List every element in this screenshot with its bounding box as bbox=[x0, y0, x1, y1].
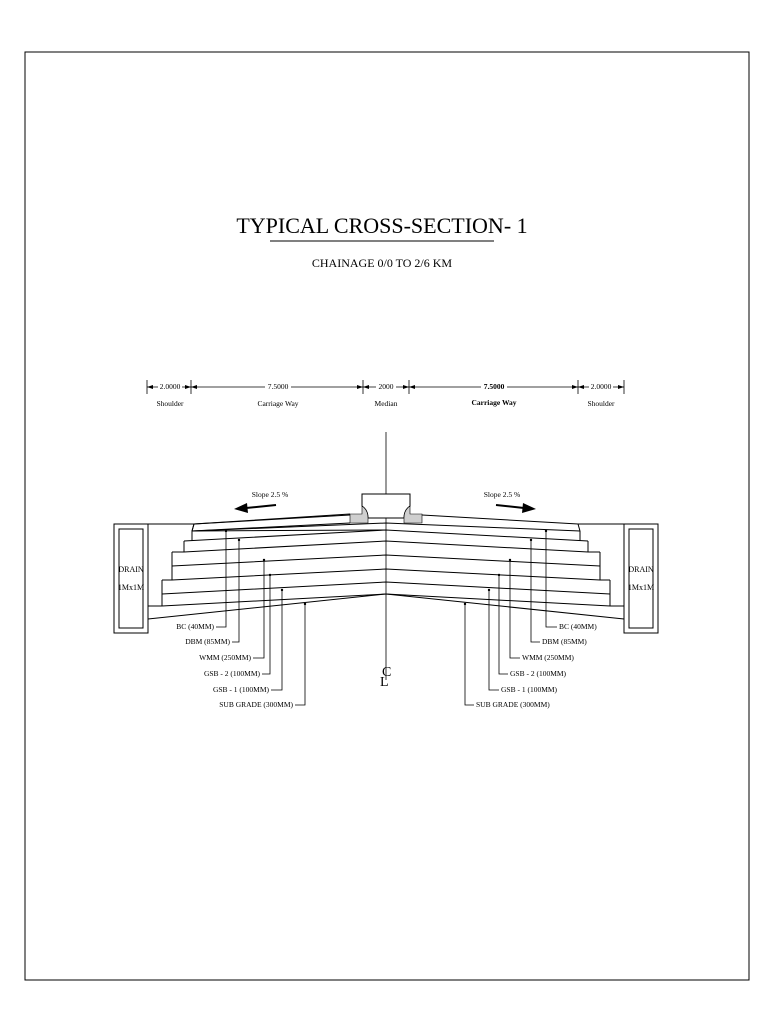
dim-label-shoulder-left: Shoulder bbox=[156, 399, 184, 408]
leaders-right bbox=[464, 531, 557, 706]
sheet-border bbox=[24, 51, 750, 981]
dim-value-shoulder-right: 2.0000 bbox=[591, 382, 612, 391]
drawing-subtitle: CHAINAGE 0/0 TO 2/6 KM bbox=[312, 256, 453, 270]
layer-label-left-wmm: WMM (250MM) bbox=[199, 653, 251, 662]
drain-left bbox=[113, 523, 149, 634]
layer-label-right-subgrade: SUB GRADE (300MM) bbox=[476, 700, 550, 709]
dim-label-carriageway-right: Carriage Way bbox=[471, 398, 516, 407]
drain-left-size: 1Mx1M bbox=[118, 583, 144, 592]
drain-right bbox=[623, 523, 659, 634]
dim-label-median: Median bbox=[375, 399, 398, 408]
centerline-symbol-c: C bbox=[382, 665, 391, 680]
dimension-arrows bbox=[147, 385, 624, 389]
layer-label-right-wmm: WMM (250MM) bbox=[522, 653, 574, 662]
slope-left-arrow bbox=[234, 503, 277, 513]
dim-label-carriageway-left: Carriage Way bbox=[257, 399, 298, 408]
leader-dots-left bbox=[224, 529, 307, 606]
drawing-title: TYPICAL CROSS-SECTION- 1 bbox=[236, 213, 527, 238]
layer-label-right-dbm: DBM (85MM) bbox=[542, 637, 587, 646]
dim-value-carriageway-left: 7.5000 bbox=[268, 382, 289, 391]
pavement-layers bbox=[147, 514, 625, 620]
slope-left-label: Slope 2.5 % bbox=[252, 490, 288, 499]
median-kerb-hatch bbox=[349, 505, 423, 524]
dim-value-median: 2000 bbox=[379, 382, 394, 391]
dim-value-carriageway-right: 7.5000 bbox=[484, 382, 505, 391]
slope-right-label: Slope 2.5 % bbox=[484, 490, 520, 499]
layer-label-left-gsb2: GSB - 2 (100MM) bbox=[204, 669, 261, 678]
layer-label-right-gsb1: GSB - 1 (100MM) bbox=[501, 685, 558, 694]
layer-label-left-gsb1: GSB - 1 (100MM) bbox=[213, 685, 270, 694]
layer-label-left-dbm: DBM (85MM) bbox=[185, 637, 230, 646]
centerline-symbol-l: L bbox=[380, 675, 389, 690]
drain-right-label: DRAIN bbox=[628, 565, 654, 574]
leader-dots-right bbox=[463, 529, 548, 606]
slope-right-arrow bbox=[495, 503, 536, 513]
median-kerb bbox=[361, 493, 411, 519]
dim-label-shoulder-right: Shoulder bbox=[587, 399, 615, 408]
drain-left-label: DRAIN bbox=[118, 565, 144, 574]
layer-label-left-bc: BC (40MM) bbox=[176, 622, 214, 631]
layer-label-right-gsb2: GSB - 2 (100MM) bbox=[510, 669, 567, 678]
dim-value-shoulder-left: 2.0000 bbox=[160, 382, 181, 391]
leaders-left bbox=[216, 531, 306, 706]
layer-label-left-subgrade: SUB GRADE (300MM) bbox=[219, 700, 293, 709]
drain-right-size: 1Mx1M bbox=[628, 583, 654, 592]
layer-label-right-bc: BC (40MM) bbox=[559, 622, 597, 631]
